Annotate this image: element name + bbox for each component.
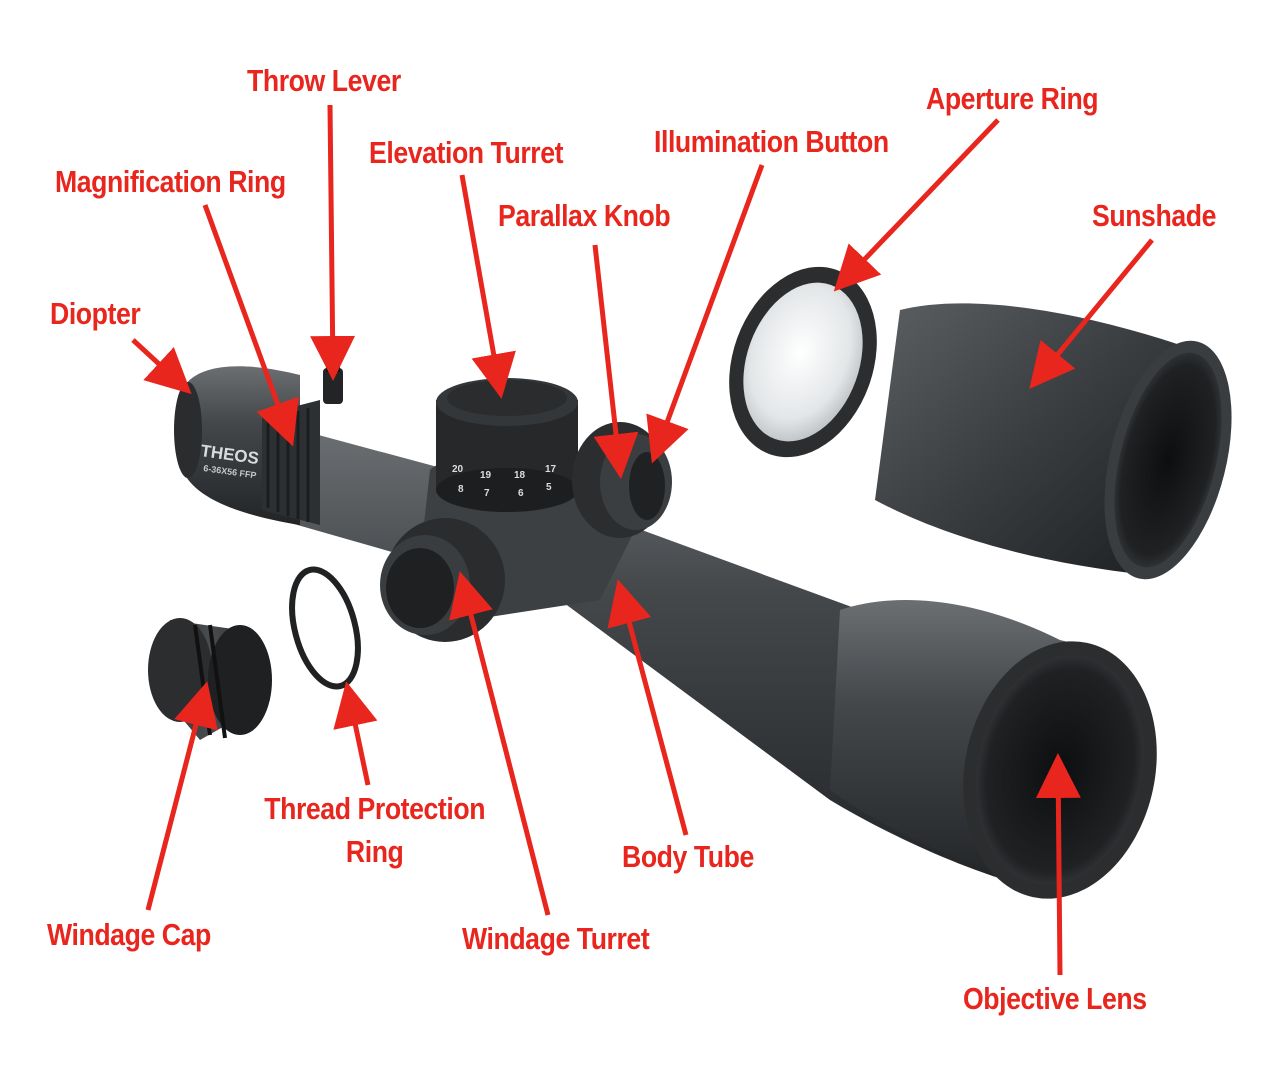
- elevation-turret: 20 19 18 17 8 7 6 5: [436, 378, 578, 512]
- svg-text:7: 7: [484, 488, 490, 499]
- arrow-windage-turret: [449, 571, 551, 916]
- label-thread-protection-ring-line2: Ring: [345, 834, 404, 870]
- throw-lever: [323, 368, 343, 404]
- arrow-illumination-button: [646, 164, 765, 464]
- diopter: [174, 382, 202, 478]
- windage-cap: [148, 618, 272, 740]
- label-elevation-turret: Elevation Turret: [369, 135, 564, 170]
- parallax-knob: [572, 422, 672, 538]
- svg-text:18: 18: [514, 470, 526, 481]
- svg-text:19: 19: [480, 470, 492, 481]
- label-windage-cap: Windage Cap: [47, 917, 211, 952]
- label-parallax-knob: Parallax Knob: [498, 198, 671, 233]
- svg-text:5: 5: [546, 482, 552, 493]
- aperture-ring: [729, 266, 877, 458]
- label-magnification-ring: Magnification Ring: [55, 164, 286, 199]
- objective-bell: [830, 600, 1157, 899]
- label-objective-lens: Objective Lens: [963, 981, 1147, 1016]
- svg-text:20: 20: [452, 464, 464, 475]
- magnification-ring: [262, 400, 320, 525]
- arrow-body-tube: [607, 579, 689, 836]
- thread-protection-ring: [289, 566, 361, 690]
- eyepiece: THEOS 6-36X56 FFP: [174, 360, 343, 525]
- arrow-diopter: [131, 338, 192, 395]
- label-thread-protection-ring-line1: Thread Protection: [264, 791, 486, 826]
- arrow-throw-lever: [310, 104, 356, 381]
- arrow-windage-cap: [145, 681, 218, 911]
- label-windage-turret: Windage Turret: [462, 921, 650, 956]
- svg-text:8: 8: [458, 484, 464, 495]
- arrow-parallax-knob: [592, 244, 639, 479]
- arrow-sunshade: [1029, 238, 1154, 389]
- label-diopter: Diopter: [50, 296, 141, 331]
- label-illumination-button: Illumination Button: [654, 124, 889, 159]
- svg-text:6: 6: [518, 488, 524, 499]
- label-body-tube: Body Tube: [622, 839, 754, 874]
- arrows: [131, 104, 1154, 976]
- arrow-thread-protection-ring: [333, 681, 378, 786]
- arrow-elevation-turret: [459, 174, 516, 399]
- svg-text:17: 17: [545, 464, 557, 475]
- label-throw-lever: Throw Lever: [247, 63, 401, 98]
- label-thread-protection-ring: Thread Protection Ring: [262, 790, 487, 870]
- illumination-button: [629, 452, 665, 520]
- sunshade: [875, 303, 1232, 580]
- label-aperture-ring: Aperture Ring: [926, 81, 1099, 116]
- arrow-objective-lens: [1035, 753, 1081, 976]
- arrow-magnification-ring: [202, 204, 299, 447]
- arrow-aperture-ring: [833, 118, 1000, 292]
- label-sunshade: Sunshade: [1092, 198, 1216, 233]
